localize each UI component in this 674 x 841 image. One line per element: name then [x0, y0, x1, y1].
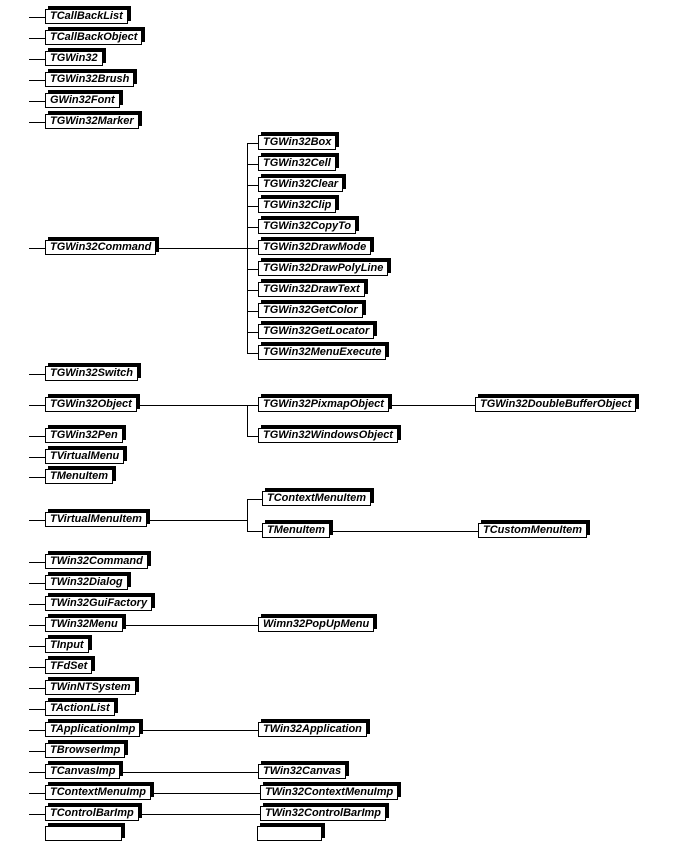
class-box-tcustommenuitem[interactable]: TCustomMenuItem [478, 523, 587, 538]
class-box-tactionlist[interactable]: TActionList [45, 701, 115, 716]
class-box-partial [257, 826, 322, 841]
class-box-tfdset[interactable]: TFdSet [45, 659, 93, 674]
class-box-twinntsystem[interactable]: TWinNTSystem [45, 680, 136, 695]
class-box-tvirtualmenuitem[interactable]: TVirtualMenuItem [45, 512, 147, 527]
class-box-tgwin32box[interactable]: TGWin32Box [258, 135, 337, 150]
class-box-tgwin32clear[interactable]: TGWin32Clear [258, 177, 344, 192]
class-box-tgwin32command[interactable]: TGWin32Command [45, 240, 157, 255]
class-box-tgwin32switch[interactable]: TGWin32Switch [45, 366, 139, 381]
class-box-twin32guifactory[interactable]: TWin32GuiFactory [45, 596, 153, 611]
class-box-tgwin32drawpolyline[interactable]: TGWin32DrawPolyLine [258, 261, 389, 276]
class-box-tgwin32doublebufferobject[interactable]: TGWin32DoubleBufferObject [475, 397, 637, 412]
class-box-twin32dialog[interactable]: TWin32Dialog [45, 575, 128, 590]
class-box-tinput[interactable]: TInput [45, 638, 89, 653]
class-box-tgwin32marker[interactable]: TGWin32Marker [45, 114, 139, 129]
class-box-twin32controlbarimp[interactable]: TWin32ControlBarImp [260, 806, 387, 821]
class-box-tgwin32cell[interactable]: TGWin32Cell [258, 156, 336, 171]
class-box-tgwin32clip[interactable]: TGWin32Clip [258, 198, 337, 213]
class-box-tgwin32pixmapobject[interactable]: TGWin32PixmapObject [258, 397, 389, 412]
class-box-twin32canvas[interactable]: TWin32Canvas [258, 764, 347, 779]
class-box-gwin32font[interactable]: GWin32Font [45, 93, 120, 108]
class-box-twin32application[interactable]: TWin32Application [258, 722, 367, 737]
class-box-tcallbackobject[interactable]: TCallBackObject [45, 30, 143, 45]
class-box-partial [45, 826, 122, 841]
class-box-tgwin32getlocator[interactable]: TGWin32GetLocator [258, 324, 375, 339]
class-box-tcontextmenuimp[interactable]: TContextMenuImp [45, 785, 151, 800]
class-box-tgwin32drawtext[interactable]: TGWin32DrawText [258, 282, 365, 297]
class-box-tapplicationimp[interactable]: TApplicationImp [45, 722, 141, 737]
class-box-twin32menu[interactable]: TWin32Menu [45, 617, 123, 632]
class-box-tcontextmenuitem[interactable]: TContextMenuItem [262, 491, 371, 506]
class-box-tcanvasimp[interactable]: TCanvasImp [45, 764, 121, 779]
class-box-tcontrolbarimp[interactable]: TControlBarImp [45, 806, 139, 821]
class-box-tbrowserimp[interactable]: TBrowserImp [45, 743, 126, 758]
class-box-tgwin32object[interactable]: TGWin32Object [45, 397, 137, 412]
class-box-tgwin32[interactable]: TGWin32 [45, 51, 103, 66]
class-box-tgwin32windowsobject[interactable]: TGWin32WindowsObject [258, 428, 398, 443]
class-box-tgwin32copyto[interactable]: TGWin32CopyTo [258, 219, 357, 234]
class-box-tgwin32pen[interactable]: TGWin32Pen [45, 428, 123, 443]
class-box-tgwin32menuexecute[interactable]: TGWin32MenuExecute [258, 345, 387, 360]
class-box-tvirtualmenu[interactable]: TVirtualMenu [45, 449, 125, 464]
class-box-twin32contextmenuimp[interactable]: TWin32ContextMenuImp [260, 785, 399, 800]
class-box-tcallbacklist[interactable]: TCallBackList [45, 9, 128, 24]
class-box-tgwin32drawmode[interactable]: TGWin32DrawMode [258, 240, 372, 255]
class-box-tmenuitem[interactable]: TMenuItem [45, 469, 114, 484]
class-box-tgwin32brush[interactable]: TGWin32Brush [45, 72, 135, 87]
class-box-wimn32popupmenu[interactable]: Wimn32PopUpMenu [258, 617, 375, 632]
class-box-twin32command[interactable]: TWin32Command [45, 554, 148, 569]
class-box-tgwin32getcolor[interactable]: TGWin32GetColor [258, 303, 363, 318]
class-box-tmenuitem[interactable]: TMenuItem [262, 523, 331, 538]
